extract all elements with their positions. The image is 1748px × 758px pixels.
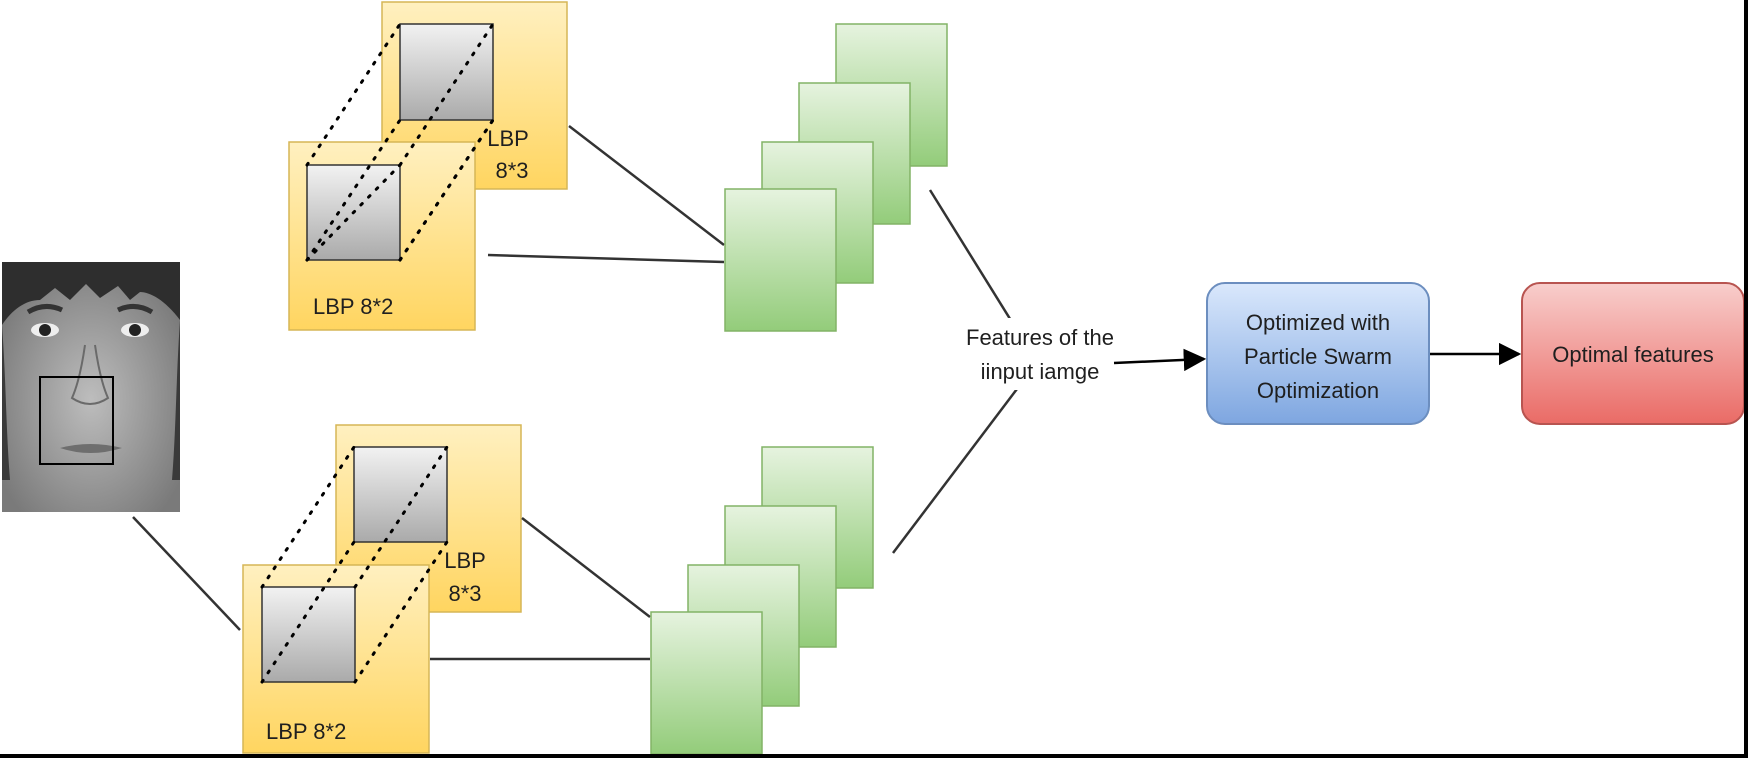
upper-lbp-8x3-to-features-line [568,125,725,246]
features-to-pso-arrow [1113,348,1207,372]
upper-lbp-8x3-label-line2: 8*3 [495,158,528,183]
input-face-image [2,262,180,512]
upper-lbp-8x2-label: LBP 8*2 [313,294,393,319]
features-label-backdrop [960,318,1120,390]
lower-lbp-group: LBP 8*3 LBP 8*2 [242,424,522,754]
face-to-lower-lbp-line [132,516,241,631]
face-region-selection [39,376,114,465]
upper-dotted-projection [305,22,495,262]
pso-box-line2: Particle Swarm [1244,344,1392,369]
upper-features-to-label-line [928,189,1022,336]
features-label-line2: iinput iamge [981,359,1100,384]
lower-lbp-8x3-label-line1: LBP [444,548,486,573]
upper-lbp-8x2-to-features-line [487,253,725,264]
lower-lbp-8x3-label-line2: 8*3 [448,581,481,606]
optimal-features-label: Optimal features [1552,342,1713,367]
lower-features-to-label-line [892,384,1021,554]
lower-feature-map-1 [650,611,763,755]
lower-lbp-8x2-patch [261,586,356,683]
lower-lbp-8x3-patch [353,446,448,543]
features-label-line1: Features of the [966,325,1114,350]
lower-feature-map-stack [650,446,874,755]
upper-lbp-8x3-patch [399,23,494,121]
upper-lbp-group: LBP 8*3 LBP 8*2 [288,1,568,331]
lower-lbp-8x2-label: LBP 8*2 [266,719,346,744]
connector-lines [132,125,1022,661]
pso-box-line3: Optimization [1257,378,1379,403]
pso-box-line1: Optimized with [1246,310,1390,335]
upper-feature-map-stack [724,23,948,332]
pso-optimization-box [1206,282,1430,425]
lower-lbp-8x3-to-features-line [521,517,651,618]
upper-feature-map-1 [724,188,837,332]
upper-lbp-8x3-label-line1: LBP [487,126,529,151]
